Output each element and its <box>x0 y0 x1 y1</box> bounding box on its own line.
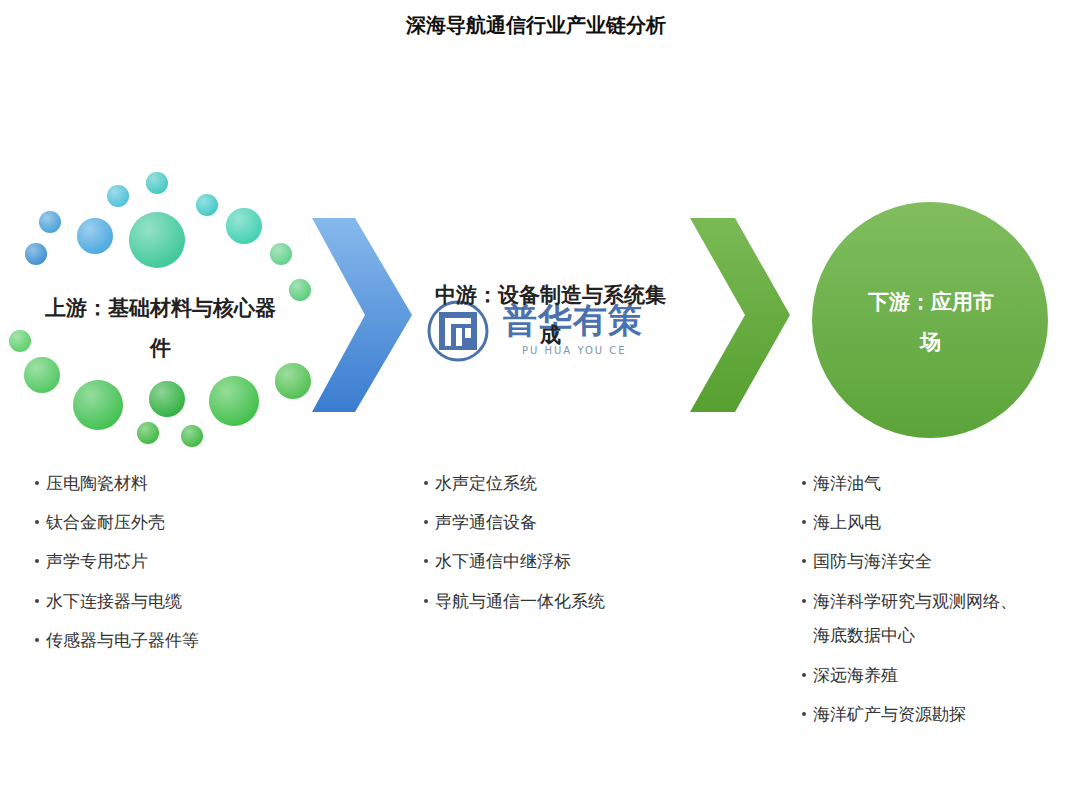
chevron-arrow <box>312 218 412 412</box>
bubble <box>77 218 113 254</box>
list-item: 水声定位系统 <box>435 466 685 500</box>
list-item: 海洋矿产与资源勘探 <box>813 697 1028 731</box>
bubble <box>129 212 185 268</box>
stage-label: 下游：应用市场 <box>863 282 998 362</box>
bullet-dot <box>802 599 806 603</box>
bullet-dot <box>35 520 39 524</box>
stage-cluster: 上游：基础材料与核心器件 <box>10 170 320 450</box>
bubble <box>149 381 185 417</box>
bubble <box>196 194 218 216</box>
list-item: 海洋油气 <box>813 466 1028 500</box>
list-item: 传感器与电子器件等 <box>46 623 296 657</box>
bullet-dot <box>424 599 428 603</box>
bullet-dot <box>35 559 39 563</box>
bullet-dot <box>802 559 806 563</box>
stage-label: 上游：基础材料与核心器件 <box>43 288 278 368</box>
bubble <box>25 243 47 265</box>
list-item: 海上风电 <box>813 505 1028 539</box>
bullet-dot <box>35 638 39 642</box>
bubble <box>289 279 311 301</box>
bubble <box>24 357 60 393</box>
list-item: 钛合金耐压外壳 <box>46 505 296 539</box>
bubble <box>137 422 159 444</box>
bullet-dot <box>802 673 806 677</box>
node-outline <box>812 202 1048 438</box>
bullet-dot <box>802 712 806 716</box>
bubble <box>73 380 123 430</box>
flow-chevron <box>690 218 790 412</box>
stage-chevron: 中游：设备制造与系统集成 <box>312 218 690 412</box>
bubble <box>107 185 129 207</box>
bubble <box>9 330 31 352</box>
watermark-text: PU HUA YOU CE <box>522 345 632 356</box>
bullet-dot <box>424 520 428 524</box>
watermark-logo <box>425 300 495 362</box>
bullet-dot <box>424 559 428 563</box>
list-item: 声学专用芯片 <box>46 544 296 578</box>
list-item: 深远海养殖 <box>813 658 1028 692</box>
list-item: 海洋科学研究与观测网络、海底数据中心 <box>813 584 1028 652</box>
node-outline <box>312 218 690 412</box>
bubble <box>270 243 292 265</box>
stage-label: 中游：设备制造与系统集成 <box>433 275 668 355</box>
bubble <box>209 376 259 426</box>
bullet-dot <box>424 481 428 485</box>
stage-circle: 下游：应用市场 <box>812 202 1048 438</box>
bubble <box>275 363 311 399</box>
bullet-dot <box>35 599 39 603</box>
bullet-dot <box>35 481 39 485</box>
list-item: 压电陶瓷材料 <box>46 466 296 500</box>
bubble <box>146 172 168 194</box>
list-item: 国防与海洋安全 <box>813 544 1028 578</box>
diagram-title: 深海导航通信行业产业链分析 <box>0 12 1072 39</box>
list-item: 导航与通信一体化系统 <box>435 584 685 618</box>
list-item: 水下通信中继浮标 <box>435 544 685 578</box>
bubble <box>181 425 203 447</box>
list-item: 水下连接器与电缆 <box>46 584 296 618</box>
bullet-dot <box>802 520 806 524</box>
list-item: 声学通信设备 <box>435 505 685 539</box>
bubble <box>226 208 262 244</box>
bullet-dot <box>802 481 806 485</box>
bubble <box>39 211 61 233</box>
